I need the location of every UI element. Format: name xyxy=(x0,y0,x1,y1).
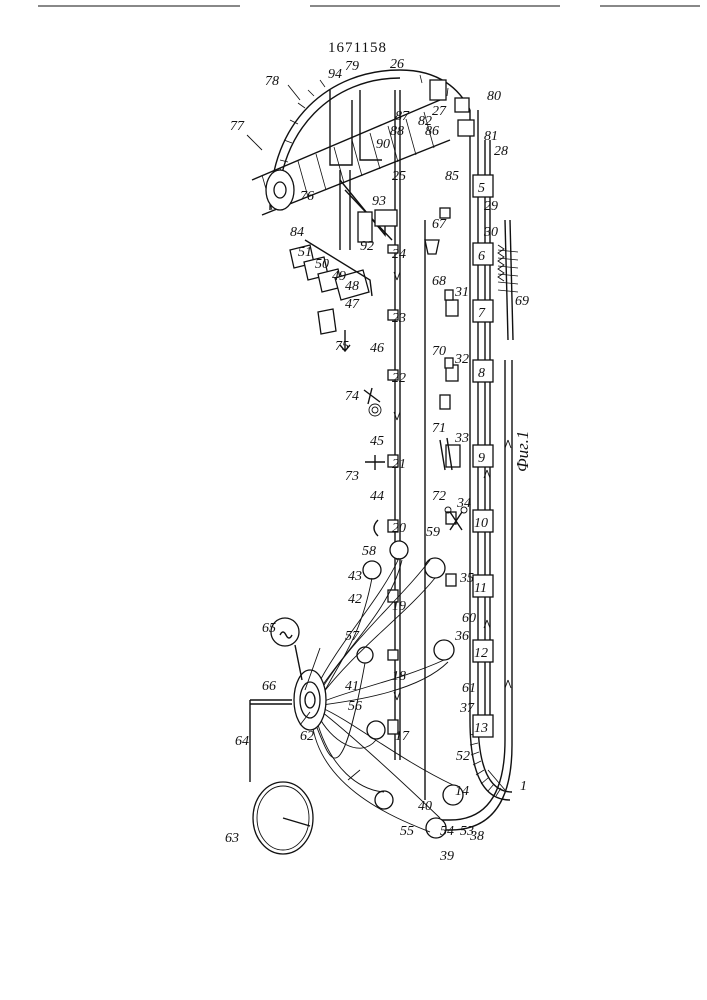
label-93: 93 xyxy=(372,194,386,209)
label-81: 81 xyxy=(484,129,498,144)
label-68: 68 xyxy=(432,274,446,289)
label-25: 25 xyxy=(392,169,406,184)
label-20: 20 xyxy=(392,521,406,536)
label-7: 7 xyxy=(478,306,486,321)
label-42: 42 xyxy=(348,592,362,607)
label-71: 71 xyxy=(432,421,446,436)
label-30: 30 xyxy=(483,225,498,240)
label-55: 55 xyxy=(400,824,414,839)
label-88: 88 xyxy=(390,124,404,139)
label-86: 86 xyxy=(425,124,439,139)
label-36: 36 xyxy=(454,629,469,644)
label-61: 61 xyxy=(462,681,476,696)
label-22: 22 xyxy=(392,371,406,386)
label-50: 50 xyxy=(315,257,329,272)
label-77: 77 xyxy=(230,119,245,134)
label-53: 53 xyxy=(460,824,474,839)
label-44: 44 xyxy=(370,489,384,504)
label-14: 14 xyxy=(455,784,469,799)
label-21: 21 xyxy=(392,457,406,472)
label-26: 26 xyxy=(390,57,404,72)
label-12: 12 xyxy=(474,646,488,661)
label-58: 58 xyxy=(362,544,376,559)
label-65: 65 xyxy=(262,621,276,636)
label-79: 79 xyxy=(345,59,359,74)
label-23: 23 xyxy=(392,311,406,326)
label-29: 29 xyxy=(484,199,498,214)
label-76: 76 xyxy=(300,189,314,204)
label-85: 85 xyxy=(445,169,459,184)
label-24: 24 xyxy=(392,247,406,262)
label-62: 62 xyxy=(300,729,314,744)
label-43: 43 xyxy=(348,569,362,584)
label-92: 92 xyxy=(360,239,374,254)
label-27: 27 xyxy=(432,104,447,119)
label-10: 10 xyxy=(474,516,488,531)
label-48: 48 xyxy=(345,279,359,294)
label-73: 73 xyxy=(345,469,359,484)
label-33: 33 xyxy=(454,431,469,446)
label-87: 87 xyxy=(395,109,410,124)
label-32: 32 xyxy=(454,352,469,367)
label-49: 49 xyxy=(332,269,346,284)
label-84: 84 xyxy=(290,225,304,240)
label-90: 90 xyxy=(376,137,390,152)
label-63: 63 xyxy=(225,831,239,846)
label-18: 18 xyxy=(392,669,406,684)
label-66: 66 xyxy=(262,679,276,694)
label-69: 69 xyxy=(515,294,529,309)
label-64: 64 xyxy=(235,734,249,749)
label-60: 60 xyxy=(462,611,476,626)
label-56: 56 xyxy=(348,699,362,714)
label-41: 41 xyxy=(345,679,359,694)
label-13: 13 xyxy=(474,721,488,736)
label-80: 80 xyxy=(487,89,501,104)
label-51: 51 xyxy=(298,245,312,260)
label-37: 37 xyxy=(459,701,475,716)
trough xyxy=(498,220,518,340)
label-75: 75 xyxy=(335,339,349,354)
label-40: 40 xyxy=(418,799,432,814)
patent-number: 1671158 xyxy=(328,40,387,56)
label-74: 74 xyxy=(345,389,359,404)
label-19: 19 xyxy=(392,599,406,614)
label-57: 57 xyxy=(345,629,360,644)
label-59: 59 xyxy=(426,525,440,540)
label-45: 45 xyxy=(370,434,384,449)
label-46: 46 xyxy=(370,341,384,356)
label-34: 34 xyxy=(456,496,471,511)
label-54: 54 xyxy=(440,824,454,839)
label-1: 1 xyxy=(520,779,527,794)
label-94: 94 xyxy=(328,67,342,82)
label-35: 35 xyxy=(459,571,474,586)
label-9: 9 xyxy=(478,451,485,466)
figure-caption: Фиг.1 xyxy=(513,431,532,472)
label-8: 8 xyxy=(478,366,485,381)
label-52: 52 xyxy=(456,749,470,764)
label-47: 47 xyxy=(345,297,360,312)
flow-arrows xyxy=(394,272,511,700)
label-39: 39 xyxy=(439,849,454,864)
label-5: 5 xyxy=(478,181,485,196)
label-17: 17 xyxy=(395,729,410,744)
label-31: 31 xyxy=(454,285,469,300)
label-11: 11 xyxy=(474,581,487,596)
label-28: 28 xyxy=(494,144,508,159)
label-78: 78 xyxy=(265,74,279,89)
label-67: 67 xyxy=(432,217,447,232)
label-70: 70 xyxy=(432,344,446,359)
label-6: 6 xyxy=(478,249,485,264)
label-72: 72 xyxy=(432,489,446,504)
